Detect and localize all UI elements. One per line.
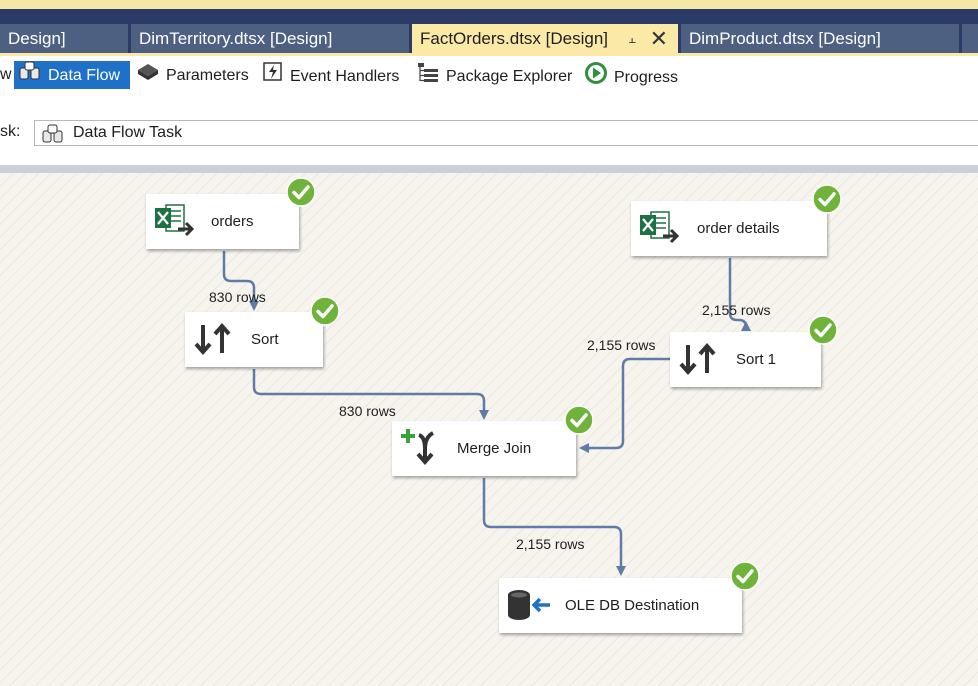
component-label: order details — [697, 220, 780, 237]
path-orders-to-sort[interactable] — [222, 251, 259, 311]
rows-label-sort-merge: 830 rows — [339, 403, 396, 419]
close-icon[interactable]: ✕ — [649, 26, 668, 51]
package-explorer-icon — [416, 61, 440, 93]
sort-icon — [678, 341, 718, 382]
parameters-icon — [136, 61, 160, 91]
success-check-icon — [808, 315, 838, 345]
title-strip-highlight — [0, 0, 978, 9]
rows-label-merge-destination: 2,155 rows — [516, 536, 585, 552]
data-flow-icon — [18, 61, 42, 91]
rows-label-sort1-merge: 2,155 rows — [587, 337, 656, 353]
component-order-details[interactable]: order details — [631, 201, 827, 256]
path-sort-to-merge[interactable] — [252, 369, 489, 420]
path-details-to-sort1[interactable] — [728, 258, 751, 331]
path-merge-to-destination[interactable] — [482, 478, 626, 576]
component-sort[interactable]: Sort — [185, 312, 323, 367]
tab-dimproduct[interactable]: DimProduct.dtsx [Design] — [681, 24, 959, 54]
designer-toolbar: w Data Flow Parameters Event Handlers Pa… — [0, 56, 978, 96]
toolbar-partial-item[interactable]: w — [0, 66, 12, 83]
task-selector-row: sk: Data Flow Task — [0, 118, 978, 150]
success-check-icon — [812, 184, 842, 214]
tab-label: FactOrders.dtsx [Design] — [420, 29, 609, 48]
path-connectors — [222, 251, 751, 576]
sort-icon — [193, 321, 233, 362]
component-sort-1[interactable]: Sort 1 — [670, 332, 821, 387]
tab-event-handlers[interactable]: Event Handlers — [262, 61, 399, 89]
tab-dimterritory[interactable]: DimTerritory.dtsx [Design] — [131, 24, 409, 54]
excel-source-icon — [154, 203, 196, 244]
tab-factorders[interactable]: FactOrders.dtsx [Design] ⫠ ✕ — [412, 24, 678, 54]
success-check-icon — [564, 405, 594, 435]
success-check-icon — [310, 296, 340, 326]
component-ole-db-destination[interactable]: OLE DB Destination — [499, 578, 742, 633]
merge-join-icon — [399, 427, 443, 474]
task-dropdown-value: Data Flow Task — [73, 124, 183, 141]
tab-label: DimTerritory.dtsx [Design] — [139, 29, 333, 48]
component-merge-join[interactable]: Merge Join — [392, 421, 576, 476]
rows-label-orders-sort: 830 rows — [209, 289, 266, 305]
tab-label: Design] — [8, 29, 66, 48]
task-label: sk: — [0, 123, 21, 140]
tab-data-flow[interactable]: Data Flow — [14, 61, 131, 91]
rows-label-details-sort1: 2,155 rows — [702, 302, 771, 318]
active-tab-underline — [0, 53, 978, 56]
component-label: OLE DB Destination — [565, 597, 700, 614]
excel-source-icon — [639, 210, 681, 251]
tab-progress[interactable]: Progress — [584, 61, 678, 89]
tab-parameters[interactable]: Parameters — [136, 61, 249, 89]
tab-label: DimProduct.dtsx [Design] — [689, 29, 881, 48]
component-orders[interactable]: orders — [146, 194, 299, 249]
title-strip — [0, 0, 978, 14]
progress-icon — [584, 61, 608, 95]
success-check-icon — [286, 177, 316, 207]
data-flow-task-icon — [41, 124, 65, 149]
pin-icon[interactable]: ⫠ — [628, 31, 636, 46]
data-flow-canvas[interactable]: orders order details Sort Sort 1 — [0, 173, 978, 686]
path-sort1-to-merge[interactable] — [579, 357, 670, 453]
event-handlers-icon — [262, 61, 284, 93]
document-tab-bar: Design] DimTerritory.dtsx [Design] FactO… — [0, 14, 978, 54]
success-check-icon — [730, 561, 760, 591]
tab-overflow[interactable] — [962, 24, 978, 54]
database-destination-icon — [506, 588, 552, 627]
component-label: orders — [211, 213, 254, 230]
component-label: Merge Join — [457, 440, 532, 457]
tab-package-explorer[interactable]: Package Explorer — [416, 61, 572, 89]
task-dropdown[interactable]: Data Flow Task — [34, 120, 978, 146]
component-label: Sort — [251, 331, 279, 348]
component-label: Sort 1 — [736, 351, 777, 368]
tab-design-partial[interactable]: Design] — [0, 24, 128, 54]
designer-separator — [0, 165, 978, 173]
